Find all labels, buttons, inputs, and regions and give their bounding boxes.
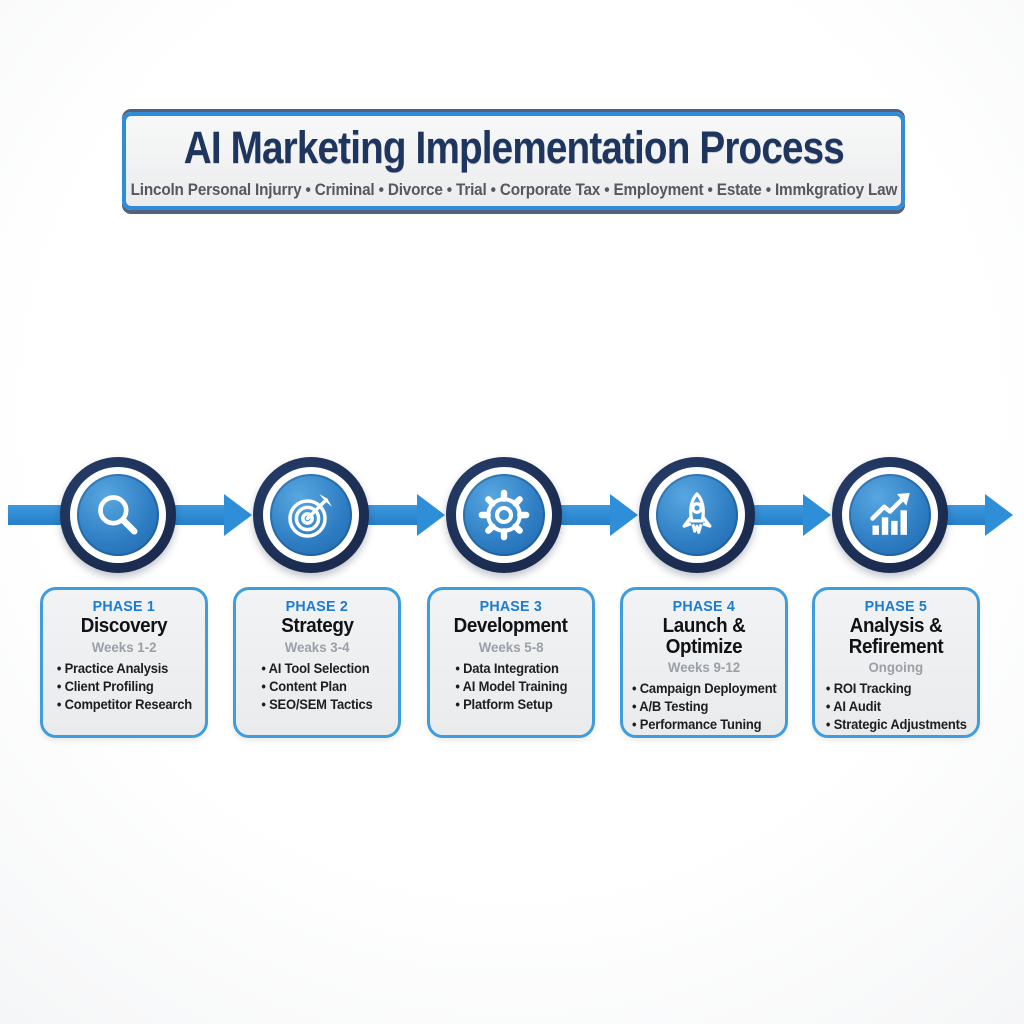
phase-card-2: PHASE 2 Strategy Weaks 3-4 AI Tool Selec… <box>233 587 401 738</box>
node-inner-circle <box>270 474 352 556</box>
task-item: Performance Tuning <box>632 716 777 734</box>
arrow-right-icon <box>224 494 252 536</box>
phase-duration: Weeks 5-8 <box>478 638 544 655</box>
phase-card-1: PHASE 1 Discovery Weeks 1-2 Practice Ana… <box>40 587 208 738</box>
timeline-node-analysis <box>832 457 948 573</box>
task-item: A/B Testing <box>632 698 777 716</box>
task-item: Content Plan <box>261 678 372 696</box>
timeline-node-development <box>446 457 562 573</box>
rocket-icon <box>682 492 712 534</box>
phase-card-5: PHASE 5 Analysis & Refirement Ongoing RO… <box>812 587 980 738</box>
phase-card-3: PHASE 3 Development Weeks 5-8 Data Integ… <box>427 587 595 738</box>
practice-areas-subtitle: Lincoln Personal Injurry • Criminal • Di… <box>130 180 897 199</box>
page-title: AI Marketing Implementation Process <box>183 122 844 173</box>
gear-icon <box>478 489 530 541</box>
arrow-right-icon <box>803 494 831 536</box>
task-item: AI Audit <box>826 698 967 716</box>
phase-task-list: Campaign Deployment A/B Testing Performa… <box>632 680 777 734</box>
phase-task-list: Practice Analysis Client Profiling Compe… <box>56 660 192 714</box>
task-item: Campaign Deployment <box>632 680 776 698</box>
phase-label: PHASE 1 <box>92 598 156 615</box>
timeline-node-launch <box>639 457 755 573</box>
growth-chart-icon <box>870 492 910 535</box>
timeline-node-discovery <box>60 457 176 573</box>
phase-card-4: PHASE 4 Launch & Optimize Weeks 9-12 Cam… <box>620 587 788 738</box>
phase-title: Discovery <box>80 615 168 637</box>
target-icon <box>288 494 332 538</box>
search-icon <box>98 495 138 535</box>
node-inner-circle <box>463 474 545 556</box>
task-item: AI Model Training <box>455 678 567 696</box>
node-inner-circle <box>849 474 931 556</box>
phase-label: PHASE 2 <box>285 598 349 615</box>
arrow-right-icon <box>985 494 1013 536</box>
task-item: AI Tool Selection <box>261 660 372 678</box>
title-banner: AI Marketing Implementation Process Linc… <box>122 112 905 210</box>
arrow-right-icon <box>417 494 445 536</box>
phase-label: PHASE 5 <box>864 598 928 615</box>
task-item: Practice Analysis <box>56 660 191 678</box>
task-item: Strategic Adjustments <box>826 716 966 734</box>
task-item: Platform Setup <box>455 696 567 714</box>
phase-title: Strategy <box>280 615 354 637</box>
phase-duration: Ongoing <box>868 659 924 676</box>
node-inner-circle <box>656 474 738 556</box>
phase-duration: Weeks 1-2 <box>91 638 157 655</box>
task-item: ROI Tracking <box>826 680 967 698</box>
node-inner-circle <box>77 474 159 556</box>
phase-duration: Weeks 9-12 <box>667 659 741 676</box>
timeline-node-strategy <box>253 457 369 573</box>
phase-task-list: AI Tool Selection Content Plan SEO/SEM T… <box>261 660 373 714</box>
phase-duration: Weaks 3-4 <box>284 638 350 655</box>
phase-title: Development <box>454 615 568 637</box>
arrow-right-icon <box>610 494 638 536</box>
task-item: SEO/SEM Tactics <box>261 696 373 714</box>
phase-task-list: ROI Tracking AI Audit Strategic Adjustme… <box>826 680 967 734</box>
phase-label: PHASE 3 <box>479 598 543 615</box>
task-item: Data Integration <box>455 660 567 678</box>
phase-label: PHASE 4 <box>672 598 736 615</box>
phase-title: Analysis & Refirement <box>848 615 944 658</box>
task-item: Client Profiling <box>56 678 191 696</box>
task-item: Competitor Research <box>56 696 192 714</box>
phase-title: Launch & Optimize <box>662 615 746 658</box>
phase-task-list: Data Integration AI Model Training Platf… <box>455 660 567 714</box>
